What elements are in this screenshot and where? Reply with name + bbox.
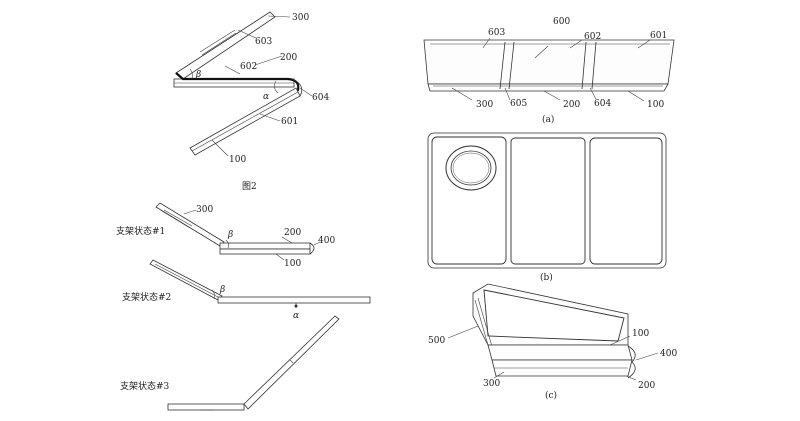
state2-label-beta: β: [219, 285, 225, 295]
fig-a-label-604: 604: [594, 99, 611, 109]
fig2-panel-200: [173, 78, 295, 88]
fig-b-camera-module: [445, 145, 497, 191]
fig2-label-300: 300: [292, 13, 309, 23]
state1-label-400: 400: [318, 236, 335, 246]
state1-title: 支架状态#1: [116, 225, 165, 237]
fig2-label-200: 200: [280, 53, 297, 63]
stand-state-3: 支架状态#3: [120, 315, 340, 411]
fig-a-label-600: 600: [553, 17, 570, 27]
stand-state-1: 支架状态#1 300 β 200 400 100: [116, 202, 335, 269]
fig2-hinge-604: [291, 78, 303, 97]
fig-c-label-400: 400: [660, 349, 677, 359]
fig-b-diagram: (b): [427, 132, 667, 283]
state3-title: 支架状态#3: [120, 380, 170, 392]
fig-a-label-200: 200: [563, 100, 580, 110]
stand-state-2: 支架状态#2 β α: [122, 259, 371, 321]
fig-a-label-602: 602: [584, 32, 601, 42]
fig-a-label-603: 603: [488, 28, 505, 38]
fig2-panel-100: [189, 87, 301, 156]
state1-label-beta: β: [227, 230, 233, 240]
fig-a-label-300: 300: [476, 100, 493, 110]
fig2-label-100: 100: [229, 155, 246, 165]
fig-a-label-100: 100: [647, 100, 664, 110]
fig-c-caption: (c): [545, 390, 557, 401]
fig2-caption: 图2: [242, 181, 257, 192]
fig-a-label-605: 605: [510, 99, 527, 109]
state2-title: 支架状态#2: [122, 291, 171, 303]
fig2-label-604: 604: [312, 93, 329, 103]
fig-c-label-200: 200: [638, 381, 655, 391]
fig2-label-603: 603: [255, 37, 272, 47]
fig2-label-601: 601: [281, 117, 298, 127]
fig2-folded-screen: [175, 72, 300, 151]
fig-c-label-500: 500: [428, 336, 445, 346]
fig2-label-beta: β: [195, 70, 201, 80]
fig-b-caption: (b): [540, 272, 553, 283]
fig-c-label-300: 300: [483, 379, 500, 389]
fig-a-diagram: 603 600 602 601 300 605 200 604 100 (a): [423, 17, 675, 125]
fig2-angle-beta-arc: [189, 68, 193, 80]
state1-label-200: 200: [284, 228, 301, 238]
state2-label-alpha: α: [293, 311, 299, 321]
fig2-angle-alpha-arc: [274, 80, 279, 94]
fig-a-caption: (a): [542, 114, 554, 125]
fig-c-label-100: 100: [632, 329, 649, 339]
state1-label-100: 100: [284, 259, 301, 269]
fig2-label-602: 602: [240, 62, 257, 72]
state1-label-300: 300: [196, 205, 213, 215]
fig-c-diagram: 500 100 400 300 200 (c): [428, 283, 677, 401]
fig-a-label-601: 601: [650, 31, 667, 41]
state2-hinge-dot: [294, 304, 298, 308]
fig2-diagram: 300 603 200 602 β α 604 601 100 图2: [173, 11, 329, 192]
fig2-label-alpha: α: [263, 92, 269, 102]
